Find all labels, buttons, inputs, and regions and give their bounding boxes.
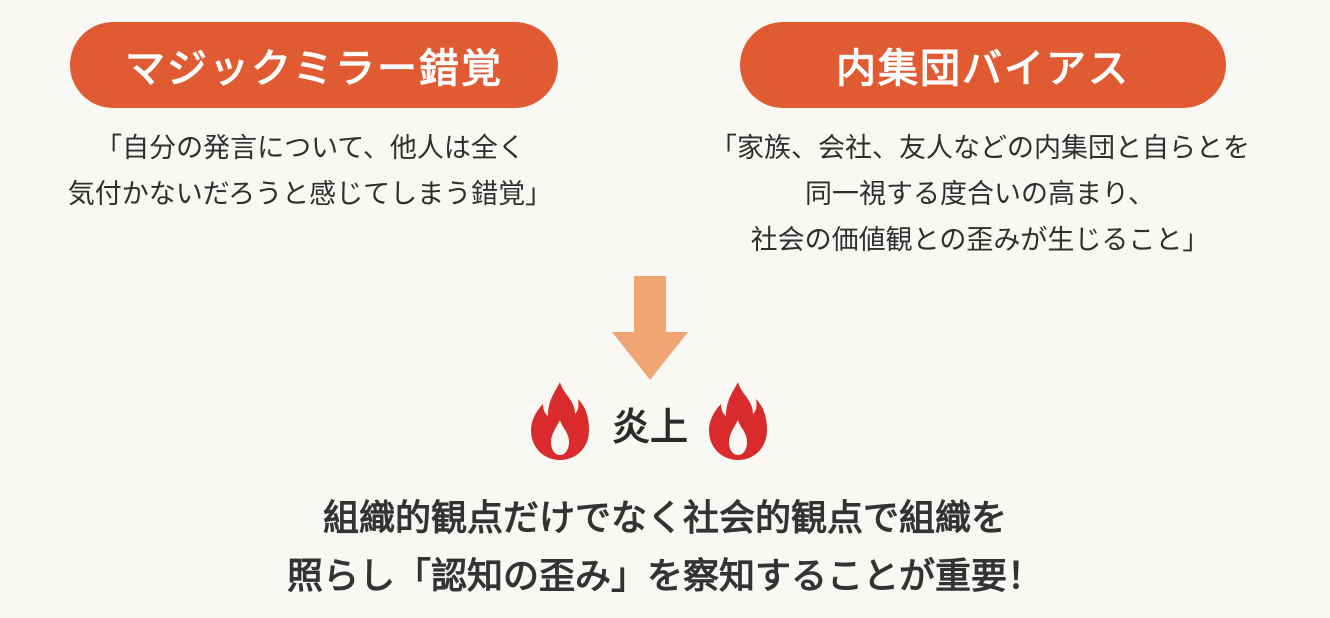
description-line: 社会の価値観との歪みが生じること」 [750, 225, 1210, 256]
conclusion-line: 照らし「認知の歪み」を察知することが重要！ [286, 556, 1043, 597]
arrow-down-icon [612, 276, 688, 380]
magic-mirror-illusion-title-text: マジックミラー錯覚 [125, 46, 503, 92]
magic-mirror-illusion-description: 「自分の発言について、他人は全く 気付かないだろうと感じてしまう錯覚」 [0, 126, 620, 218]
ingroup-bias-title: 内集団バイアス [740, 22, 1226, 108]
description-line: 気付かないだろうと感じてしまう錯覚」 [67, 179, 553, 210]
conclusion-line: 組織的観点だけでなく社会的観点で組織を [322, 498, 1007, 539]
flaming-label: 炎上 [611, 405, 688, 449]
magic-mirror-illusion-title: マジックミラー錯覚 [70, 22, 558, 108]
ingroup-bias-description: 「家族、会社、友人などの内集団と自らとを 同一視する度合いの高まり、 社会の価値… [650, 126, 1310, 264]
conclusion-text: 組織的観点だけでなく社会的観点で組織を 照らし「認知の歪み」を察知することが重要… [0, 490, 1330, 606]
description-line: 同一視する度合いの高まり、 [805, 179, 1155, 210]
flame-icon [531, 382, 589, 460]
arrow-down-shape [612, 276, 688, 380]
description-line: 「家族、会社、友人などの内集団と自らとを [710, 133, 1250, 164]
flame-icon [709, 382, 767, 460]
ingroup-bias-title-text: 内集団バイアス [836, 46, 1130, 92]
description-line: 「自分の発言について、他人は全く [95, 133, 525, 164]
flaming-result: 炎上 [515, 378, 785, 464]
